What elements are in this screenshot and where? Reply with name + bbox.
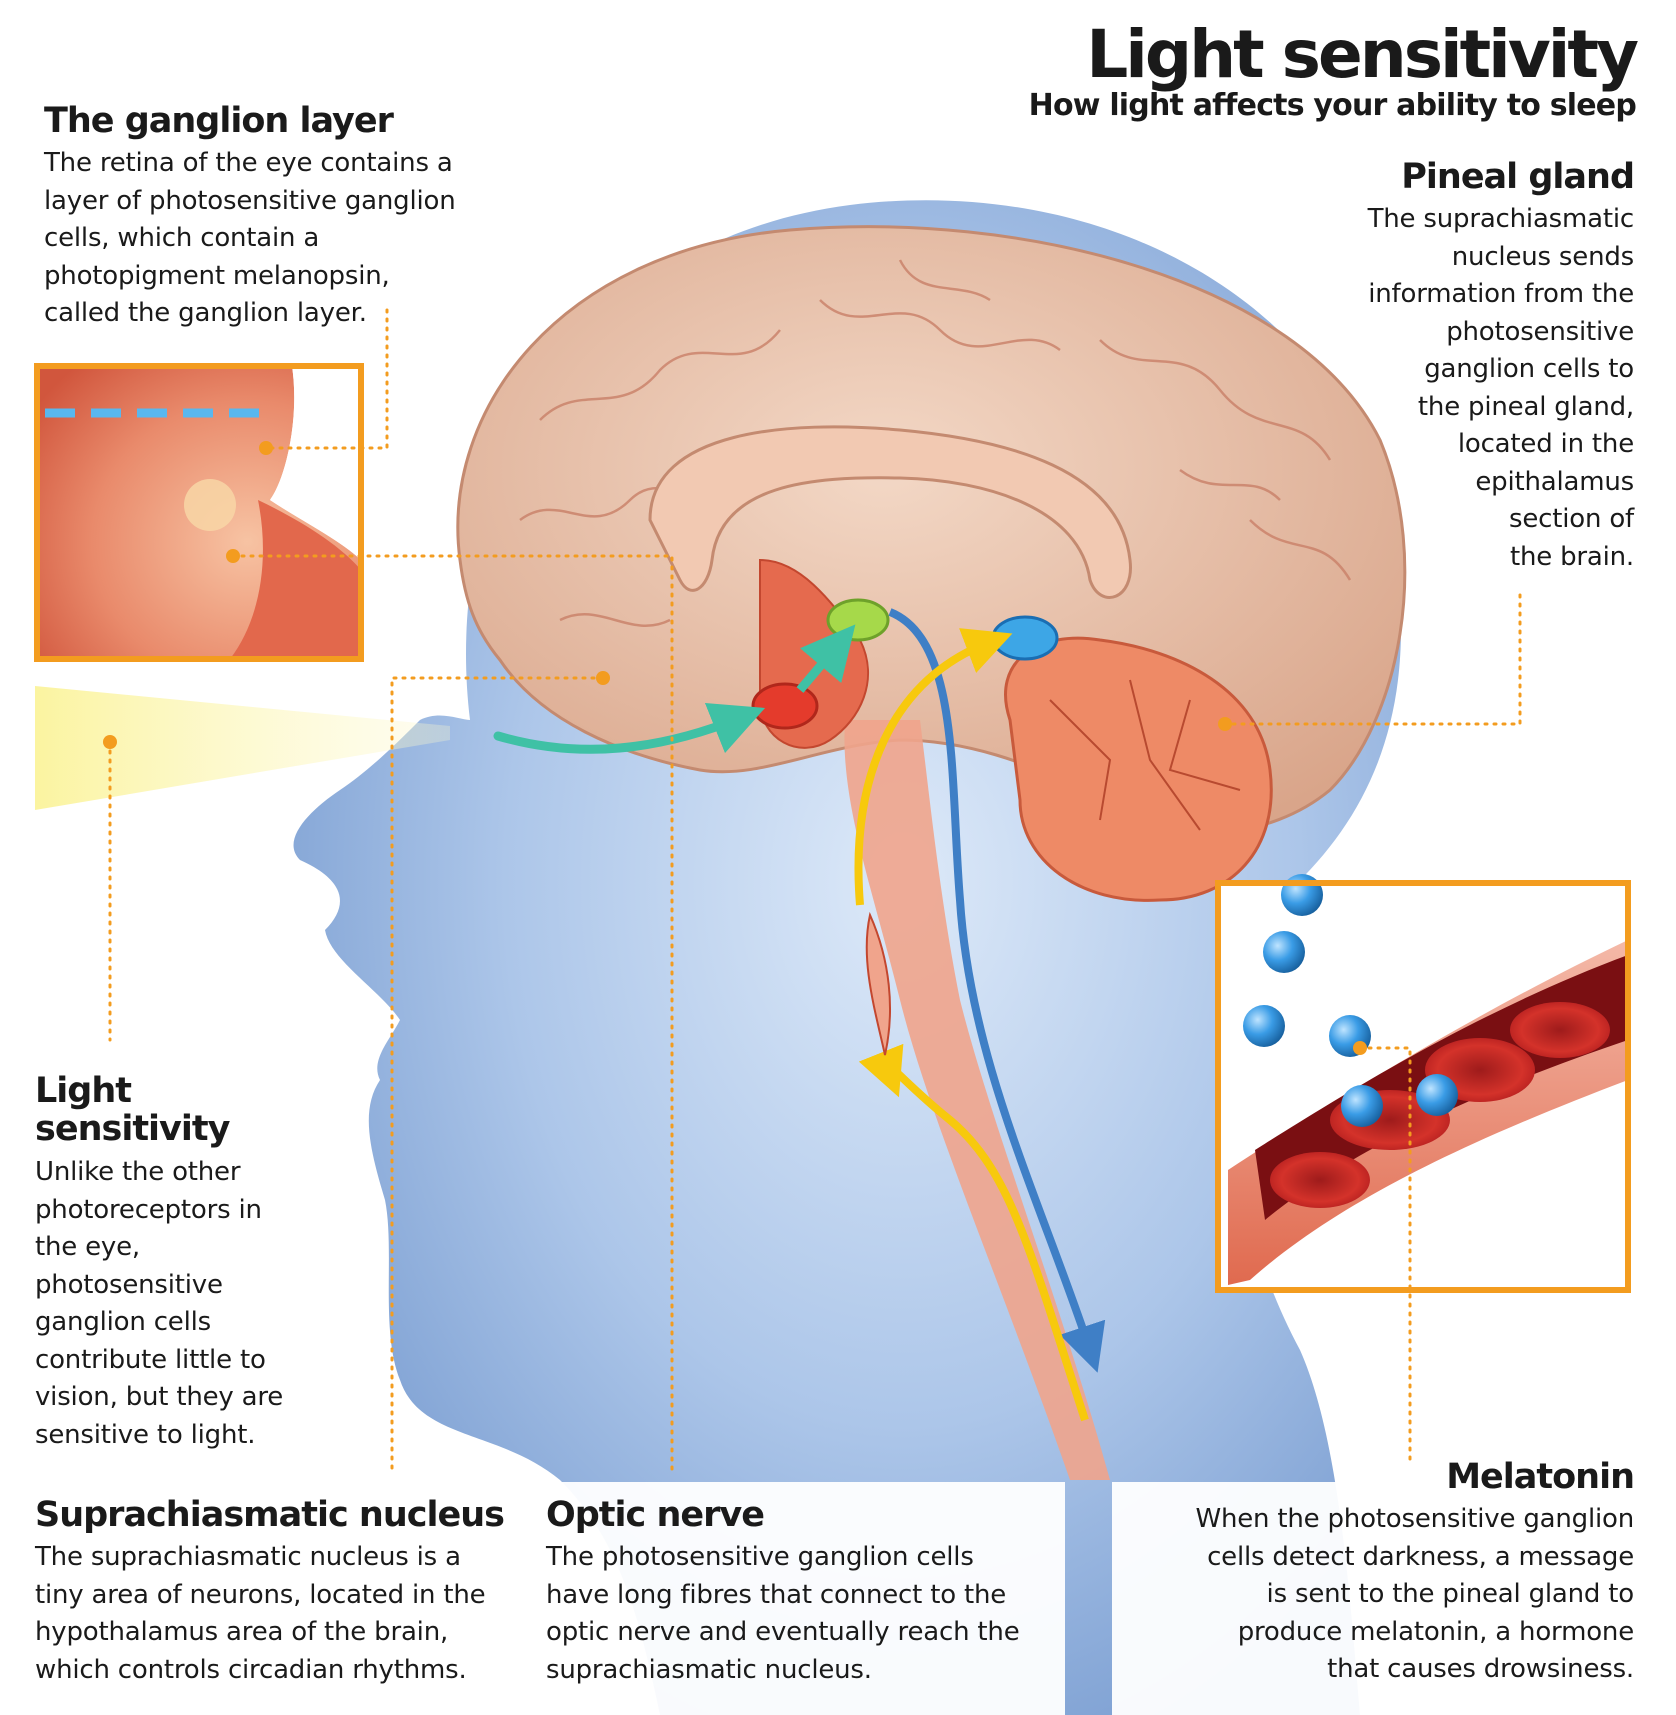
callout-line: epithalamus <box>1475 466 1634 497</box>
callout-line: which controls circadian rhythms. <box>35 1654 467 1685</box>
callout-line: photopigment melanopsin, <box>44 260 390 291</box>
ascending-signal-arrow <box>858 1043 1089 1422</box>
leader-retina-to-scn <box>231 554 674 1472</box>
leader-lines <box>108 308 1522 1472</box>
callout-line: photosensitive <box>1446 316 1634 347</box>
light-beam <box>35 686 450 810</box>
callout-suprachiasmatic-nucleus: Suprachiasmatic nucleus The suprachiasma… <box>35 1498 535 1689</box>
brain-folds <box>519 259 1352 627</box>
callout-body: The retina of the eye contains a layer o… <box>44 145 504 333</box>
callout-line: ganglion cells to <box>1424 354 1634 384</box>
callout-line: is sent to the pineal gland to <box>1266 1579 1635 1609</box>
callout-line: called the ganglion layer. <box>44 298 367 328</box>
callout-ganglion-layer: The ganglion layer The retina of the eye… <box>44 104 504 333</box>
callout-heading: The ganglion layer <box>44 101 394 141</box>
callout-line: photosensitive <box>35 1269 223 1300</box>
scn-to-thalamus-arrow <box>796 624 856 693</box>
callout-line: photoreceptors in <box>35 1194 262 1225</box>
thalamus-marker <box>826 598 890 642</box>
callout-line: hypothalamus area of the brain, <box>35 1617 449 1647</box>
leader-pineal <box>1223 593 1522 726</box>
callout-line: The suprachiasmatic nucleus is a <box>35 1542 461 1572</box>
corpus-callosum <box>648 425 1132 599</box>
page-subtitle: How light affects your ability to sleep <box>1028 88 1637 123</box>
callout-body: Unlike the other photoreceptors in the e… <box>35 1154 315 1454</box>
callout-line: sensitive to light. <box>35 1419 256 1450</box>
callout-line: the pineal gland, <box>1417 391 1634 422</box>
callout-heading-line: Light <box>35 1071 132 1111</box>
page-title: Light sensitivity <box>1086 16 1639 93</box>
callout-line: cells detect darkness, a message <box>1207 1541 1634 1572</box>
callout-body: The suprachiasmatic nucleus is a tiny ar… <box>35 1539 535 1689</box>
callout-line: the brain. <box>1509 541 1634 572</box>
callout-line: located in the <box>1457 429 1634 459</box>
callout-line: information from the <box>1368 279 1634 309</box>
callout-line: The suprachiasmatic <box>1367 204 1635 234</box>
callout-line: cells, which contain a <box>44 223 320 253</box>
callout-heading: Optic nerve <box>546 1495 765 1535</box>
melatonin-molecule <box>1263 931 1305 973</box>
blood-vessel-inset <box>1215 874 1631 1293</box>
callout-body: The suprachiasmatic nucleus sends inform… <box>1314 201 1635 576</box>
callout-line: layer of photosensitive ganglion <box>44 185 456 216</box>
leader-optic <box>390 676 605 1472</box>
callout-body: When the photosensitive ganglion cells d… <box>1094 1501 1634 1689</box>
callout-heading-line: sensitivity <box>35 1109 230 1149</box>
callout-line: that causes drowsiness. <box>1327 1654 1634 1684</box>
callout-light-sensitivity: Light sensitivity Unlike the other photo… <box>35 1072 315 1454</box>
callout-line: contribute little to <box>35 1344 266 1375</box>
callout-line: The photosensitive ganglion cells <box>546 1542 974 1572</box>
leader-melatonin <box>1358 1046 1412 1467</box>
callout-heading: Light sensitivity <box>35 1072 315 1148</box>
callout-line: produce melatonin, a hormone <box>1237 1616 1634 1647</box>
callout-line: section of <box>1509 504 1634 534</box>
pineal-gland-marker <box>991 615 1059 661</box>
ganglion-to-pineal-arrow <box>854 628 1013 906</box>
leader-ganglion <box>264 308 389 450</box>
callout-line: When the photosensitive ganglion <box>1195 1504 1634 1534</box>
suprachiasmatic-nucleus-marker <box>751 682 819 730</box>
callout-line: ganglion cells <box>35 1307 212 1337</box>
callout-heading: Suprachiasmatic nucleus <box>35 1495 505 1535</box>
callout-line: Unlike the other <box>35 1157 241 1187</box>
callout-line: suprachiasmatic nucleus. <box>546 1654 872 1685</box>
callout-line: optic nerve and eventually reach the <box>546 1617 1020 1647</box>
callout-melatonin: Melatonin When the photosensitive gangli… <box>1094 1457 1635 1689</box>
callout-line: have long fibres that connect to the <box>546 1579 1007 1610</box>
melatonin-molecule <box>1341 1085 1383 1127</box>
callout-line: the eye, <box>35 1232 140 1262</box>
callout-body: The photosensitive ganglion cells have l… <box>546 1539 1046 1689</box>
melatonin-molecule <box>1416 1074 1458 1116</box>
callout-line: nucleus sends <box>1451 241 1634 272</box>
melatonin-molecule <box>1243 1005 1285 1047</box>
retina-inset <box>34 363 364 662</box>
callout-line: tiny area of neurons, located in the <box>35 1579 486 1610</box>
cerebellum-folds <box>1049 679 1241 831</box>
sympathetic-ganglion <box>865 911 891 1056</box>
callout-heading: Melatonin <box>1446 1457 1635 1497</box>
callout-pineal-gland: Pineal gland The suprachiasmatic nucleus… <box>1314 157 1635 576</box>
callout-heading: Pineal gland <box>1401 157 1635 197</box>
optic-signal-arrow <box>493 702 766 754</box>
callout-line: The retina of the eye contains a <box>44 148 453 178</box>
callout-optic-nerve: Optic nerve The photosensitive ganglion … <box>546 1498 1046 1689</box>
leader-dots <box>103 441 1367 1055</box>
callout-line: vision, but they are <box>35 1382 284 1412</box>
